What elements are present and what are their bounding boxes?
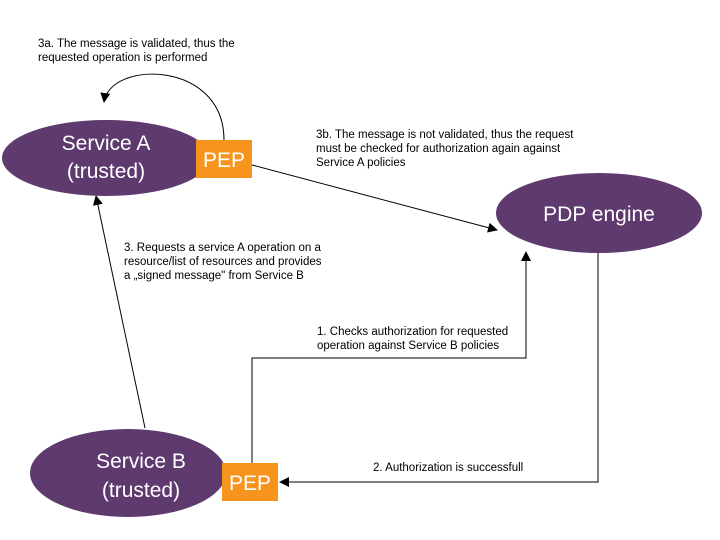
label-3b: 3b. The message is not validated, thus t… (316, 129, 574, 169)
pep-b-label: PEP (229, 472, 271, 495)
service-b-name: Service B (96, 450, 186, 473)
service-b-trust: (trusted) (102, 479, 180, 502)
label-2-line-1: 2. Authorization is successfull (373, 462, 523, 474)
label-2: 2. Authorization is successfull (373, 462, 523, 474)
label-3-line-3: a „signed message" from Service B (124, 270, 304, 282)
pep-b-node[interactable]: PEP (222, 463, 278, 501)
service-a-ellipse (2, 120, 210, 196)
service-a-name: Service A (62, 132, 151, 155)
label-3b-line-3: Service A policies (316, 157, 406, 169)
label-3a-line-2: requested operation is performed (38, 52, 207, 64)
pdp-engine-ellipse (496, 173, 702, 253)
label-3a-line-1: 3a. The message is validated, thus the (38, 38, 235, 50)
edge-1-check-authorization (251, 251, 531, 463)
label-3-line-2: resource/list of resources and provides (124, 256, 322, 268)
pdp-engine-node[interactable]: PDP engine (496, 173, 702, 253)
label-1-line-1: 1. Checks authorization for requested (317, 326, 508, 338)
label-3b-line-2: must be checked for authorization again … (316, 143, 561, 155)
service-a-trust: (trusted) (67, 160, 145, 183)
label-1: 1. Checks authorization for requested op… (317, 326, 508, 352)
label-3a: 3a. The message is validated, thus the r… (38, 38, 235, 64)
label-3-line-1: 3. Requests a service A operation on a (124, 242, 322, 254)
edge-2-authorization-successful (279, 253, 599, 487)
pep-b-box (222, 463, 278, 501)
pep-a-box (196, 140, 252, 178)
service-b-ellipse (30, 429, 226, 517)
pep-a-label: PEP (203, 149, 245, 172)
label-3: 3. Requests a service A operation on a r… (124, 242, 322, 282)
pep-a-node[interactable]: PEP (196, 140, 252, 178)
edge-3-request-service-a (92, 195, 146, 429)
pdp-engine-label: PDP engine (543, 203, 655, 226)
service-b-node[interactable]: Service B (trusted) (30, 429, 226, 517)
label-3b-line-1: 3b. The message is not validated, thus t… (316, 129, 574, 141)
service-a-node[interactable]: Service A (trusted) (2, 120, 210, 196)
label-1-line-2: operation against Service B policies (317, 340, 499, 352)
edge-3b-not-validated (251, 164, 498, 233)
edge-3a-validated-loop (100, 73, 225, 141)
